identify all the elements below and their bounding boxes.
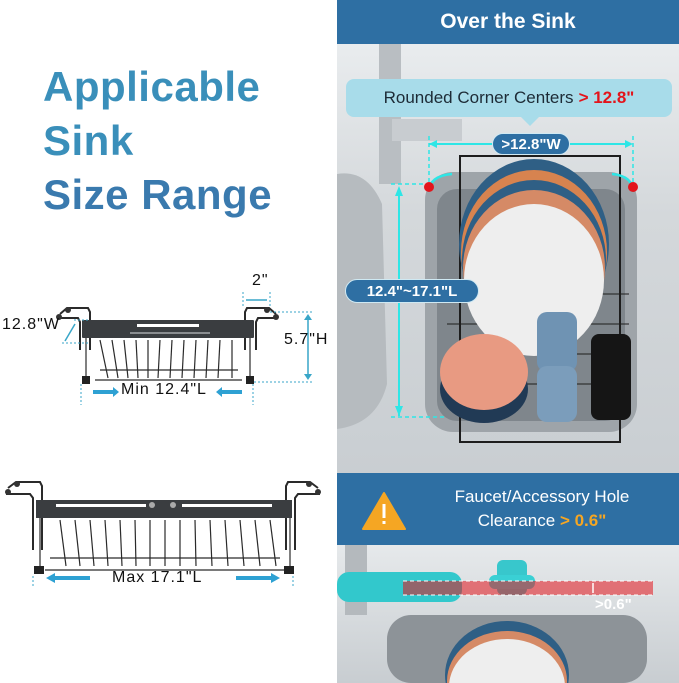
right-panel: Over the Sink — [337, 0, 679, 683]
warning-banner: Faucet/Accessory Hole Clearance > 0.6" — [337, 473, 679, 545]
rack-max-illustration — [5, 481, 321, 586]
callout-value: > 12.8" — [578, 88, 635, 107]
callout-text: Rounded Corner Centers — [383, 88, 574, 107]
length-pill: 12.4"~17.1"L — [345, 279, 479, 303]
title-line-2: Sink — [43, 117, 134, 164]
clearance-label: >0.6" — [595, 596, 632, 613]
height-label: 5.7"H — [284, 331, 329, 348]
max-length-label: Max 17.1"L — [112, 569, 203, 586]
section-header: Over the Sink — [337, 0, 679, 44]
title-line-1: Applicable — [43, 63, 261, 110]
page-title: Applicable Sink Size Range — [43, 60, 272, 222]
warning-line-2: Clearance — [477, 511, 556, 530]
warning-text: Faucet/Accessory Hole Clearance > 0.6" — [417, 485, 667, 533]
rack-min-illustration — [56, 292, 312, 405]
warning-triangle-icon — [362, 492, 406, 530]
left-panel: Applicable Sink Size Range — [0, 0, 337, 683]
width-pill: >12.8"W — [492, 133, 570, 155]
sink-closeup-scene — [337, 545, 653, 683]
title-line-3: Size Range — [43, 171, 273, 218]
min-length-label: Min 12.4"L — [121, 381, 207, 398]
width-label: 12.8"W — [2, 316, 60, 333]
hook-width-label: 2" — [252, 272, 269, 289]
corner-marker-right — [628, 182, 638, 192]
sink-photo-bottom — [337, 545, 679, 683]
corner-centers-callout: Rounded Corner Centers > 12.8" — [346, 79, 672, 126]
warning-line-1: Faucet/Accessory Hole — [454, 487, 630, 506]
corner-marker-left — [424, 182, 434, 192]
warning-value: > 0.6" — [559, 511, 607, 530]
